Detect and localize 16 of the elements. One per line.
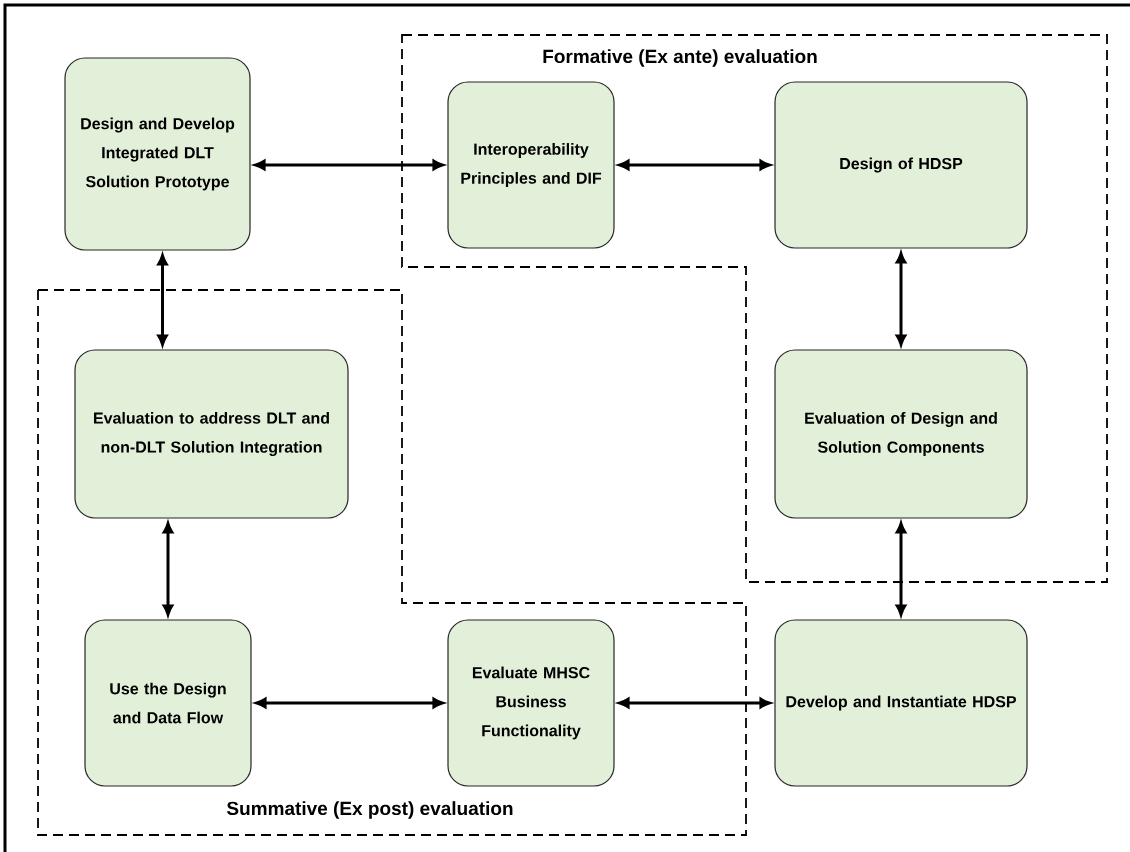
arrow	[255, 697, 444, 709]
process-box: Develop and Instantiate HDSP	[774, 619, 1028, 787]
dashed-region	[37, 289, 747, 836]
process-box: Interoperability Principles and DIF	[447, 81, 615, 249]
arrow	[618, 159, 771, 171]
arrow	[618, 697, 771, 709]
process-box: Evaluate MHSC Business Functionality	[447, 619, 615, 787]
region-title: Formative (Ex ante) evaluation	[543, 49, 817, 67]
region-title: Summative (Ex post) evaluation	[226, 801, 513, 819]
process-box: Evaluation to address DLT and non-DLT Solution Integration	[74, 349, 349, 519]
process-box: Use the Design and Data Flow	[84, 619, 252, 787]
process-box: Evaluation of Design and Solution Components	[774, 349, 1028, 519]
dashed-region	[401, 34, 1108, 583]
process-box: Design of HDSP	[774, 81, 1028, 249]
process-box: Design and Develop Integrated DLT Solution Prototype	[64, 57, 251, 251]
arrow	[254, 159, 444, 171]
